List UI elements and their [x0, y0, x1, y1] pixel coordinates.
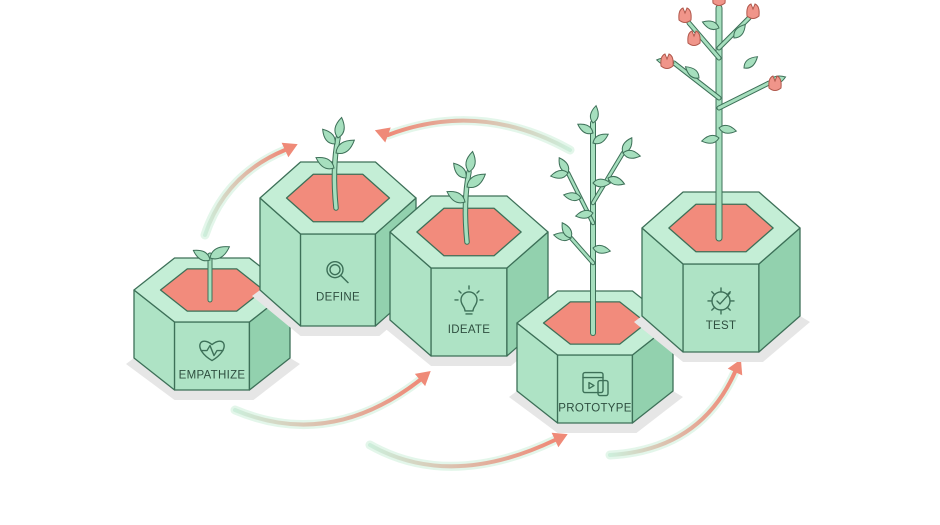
- soil: [416, 207, 522, 257]
- cycle-arrow: [605, 359, 743, 460]
- pot-prototype: PROTOTYPE: [509, 104, 683, 433]
- pot-ideate: IDEATE: [382, 150, 558, 366]
- soil: [285, 173, 391, 223]
- pots: EMPATHIZE DEFINE IDEATE PROTOTYPE TEST: [126, 0, 810, 433]
- cycle-arrow: [200, 142, 298, 240]
- seedling-plant: [446, 150, 487, 245]
- heart-pulse-icon: [199, 340, 225, 362]
- cycle-arrow: [374, 116, 575, 155]
- pot-test: TEST: [634, 0, 810, 362]
- stage-label: DEFINE: [316, 292, 360, 304]
- stage-label: EMPATHIZE: [179, 370, 246, 382]
- flowering-tree-plant: [655, 0, 787, 242]
- arrowhead: [551, 432, 568, 448]
- seedling-plant: [315, 116, 356, 211]
- arrowhead: [281, 142, 298, 158]
- pot-front-face: [299, 233, 377, 327]
- magnifier-icon: [326, 260, 349, 284]
- arrowhead: [727, 359, 743, 376]
- stage-label: TEST: [706, 320, 737, 332]
- cycle-arrow: [365, 432, 568, 471]
- arrowhead: [414, 371, 431, 387]
- sprout-plant: [192, 246, 231, 303]
- arrowhead: [374, 127, 391, 143]
- stage-label: IDEATE: [448, 324, 491, 336]
- cycle-arrow: [230, 371, 431, 429]
- browser-window-icon: [582, 371, 609, 397]
- gear-check-icon: [707, 287, 735, 315]
- stage-label: PROTOTYPE: [558, 403, 631, 415]
- pot-front-face: [682, 263, 760, 353]
- lightbulb-icon: [454, 285, 484, 315]
- cycle-arrows: [200, 116, 743, 471]
- sapling-plant: [549, 104, 642, 336]
- pot-front-face: [430, 267, 508, 357]
